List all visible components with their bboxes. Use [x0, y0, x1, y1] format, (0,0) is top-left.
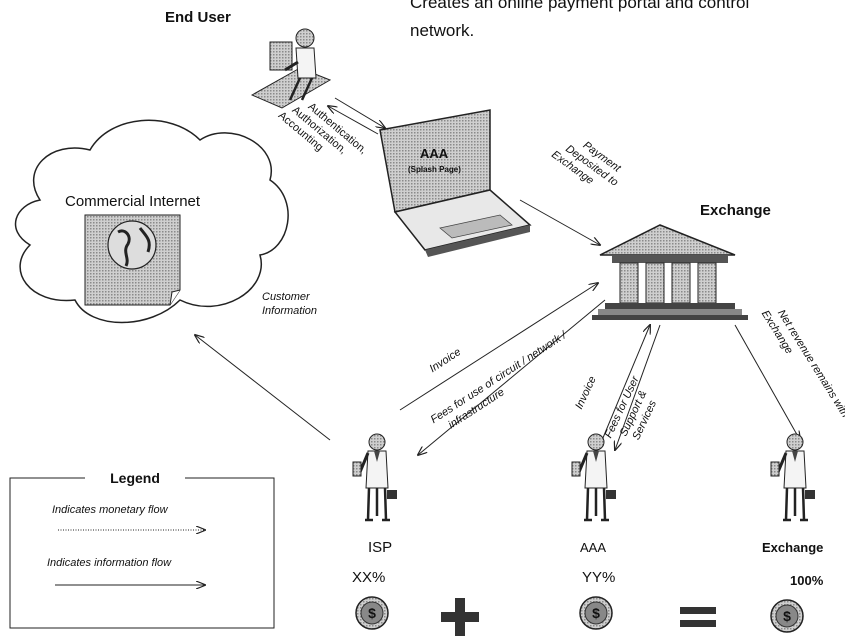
exchange-person-icon: [769, 432, 817, 522]
aaa-label: AAA: [580, 540, 606, 555]
customer-info-arrow: [195, 335, 331, 441]
isp-share: XX%: [352, 569, 385, 586]
svg-text:Net revenue remains with: Net revenue remains with: [775, 308, 845, 420]
splash-page-label: (Splash Page): [408, 165, 461, 174]
isp-coin-icon: [355, 596, 389, 630]
info-arrow-to-aaa: [334, 97, 385, 128]
top-text-line1: Creates an online payment portal and con…: [410, 0, 749, 12]
legend-monetary-label: Indicates monetary flow: [52, 504, 169, 516]
end-user-icon: [250, 28, 332, 109]
payment-arrow: [519, 199, 600, 245]
aaa-invoice-label: Invoice: [573, 374, 599, 411]
info-arrow-to-user: [328, 106, 379, 135]
exchange-title: Exchange: [700, 202, 771, 219]
end-user-title: End User: [165, 9, 231, 26]
payment-label: Payment Deposited to Exchange: [549, 139, 623, 188]
globe-document-icon: [84, 214, 181, 306]
customer-info-label-1: Customer: [262, 291, 311, 303]
legend-information-label: Indicates information flow: [47, 557, 172, 569]
isp-fees-arrow: [418, 299, 606, 455]
aaa-fees-label: Fees for User Support & Services: [603, 373, 660, 442]
isp-fees-label: Fees for use of circuit / network / infr…: [429, 329, 570, 431]
isp-label: ISP: [368, 539, 392, 556]
svg-text:Fees for use of circuit / netw: Fees for use of circuit / network /: [429, 329, 570, 426]
aaa-share: YY%: [582, 569, 615, 586]
exchange-recipient-label: Exchange: [762, 540, 823, 555]
exchange-coin-icon: [770, 599, 804, 633]
aaa-title: AAA: [420, 146, 449, 161]
top-text-line2: network.: [410, 21, 474, 40]
svg-text:Invoice: Invoice: [573, 374, 599, 411]
legend-title-bg: [85, 468, 185, 488]
net-revenue-arrow: [734, 324, 800, 440]
exchange-bank-icon: [592, 224, 748, 320]
legend-title: Legend: [110, 470, 160, 486]
svg-text:Invoice: Invoice: [427, 346, 463, 375]
commercial-internet-title: Commercial Internet: [65, 193, 201, 210]
plus-icon: [441, 598, 479, 636]
customer-info-label-2: Information: [262, 305, 317, 317]
isp-person-icon: [351, 432, 399, 522]
exchange-share: 100%: [790, 573, 824, 588]
aaa-fees-arrow: [615, 324, 661, 450]
isp-invoice-arrow: [399, 283, 598, 411]
aaa-laptop-icon: [379, 109, 532, 257]
aaa-coin-icon: [579, 596, 613, 630]
aaa-person-icon: [570, 432, 618, 522]
aaa-invoice-arrow: [599, 325, 650, 446]
equals-icon: [680, 607, 716, 627]
legend-box: [9, 477, 275, 629]
isp-invoice-label: Invoice: [427, 346, 463, 375]
net-revenue-label: Net revenue remains with Exchange: [759, 308, 845, 420]
